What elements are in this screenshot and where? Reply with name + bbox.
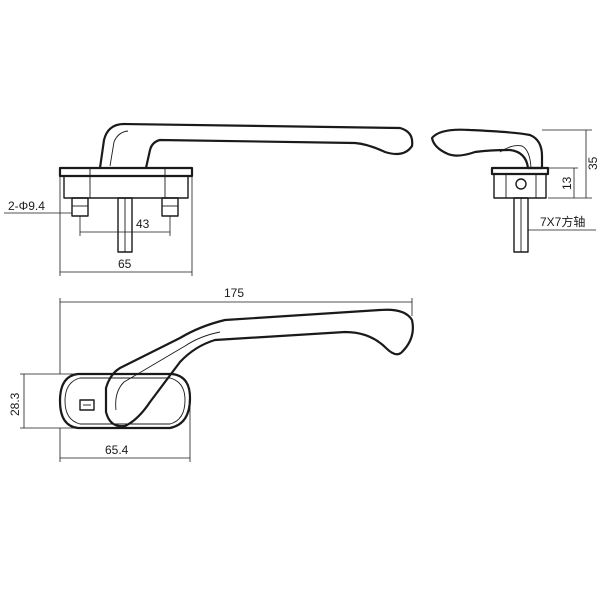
dim-spacing-label: 43 [136, 217, 150, 231]
dim-base-label: 13 [560, 176, 574, 190]
front-view: 175 28.3 65.4 [8, 286, 414, 462]
top-view: 2-Φ9.4 43 65 [4, 122, 414, 276]
top-view-handle [98, 122, 414, 170]
top-view-screw-post-right [161, 197, 179, 217]
side-view-base-plate [490, 166, 550, 176]
side-view-base-body [493, 173, 547, 199]
dim-height-label: 35 [586, 156, 600, 170]
side-view-handle-inner [499, 145, 532, 169]
dim-front-height-label: 28.3 [8, 392, 22, 416]
dim-shaft-label: 7X7方轴 [540, 214, 585, 229]
front-view-handle [104, 308, 414, 428]
side-view-screw [515, 178, 527, 190]
top-view-handle-inner [109, 130, 129, 167]
dim-holes-label: 2-Φ9.4 [8, 199, 45, 213]
top-view-base-plate [58, 166, 194, 178]
front-view-label-plate [79, 399, 95, 411]
dim-length-label: 175 [224, 286, 244, 300]
top-view-base-body [63, 175, 189, 199]
dim-front-width-label: 65.4 [105, 443, 129, 457]
top-view-screw-post-left [71, 197, 89, 217]
side-view: 35 13 7X7方轴 [430, 128, 600, 253]
front-view-base-oval [58, 372, 192, 430]
front-view-base-inner [64, 377, 186, 425]
front-view-handle-inner [115, 331, 221, 411]
dim-width-label: 65 [118, 257, 132, 271]
side-view-handle [430, 128, 544, 170]
